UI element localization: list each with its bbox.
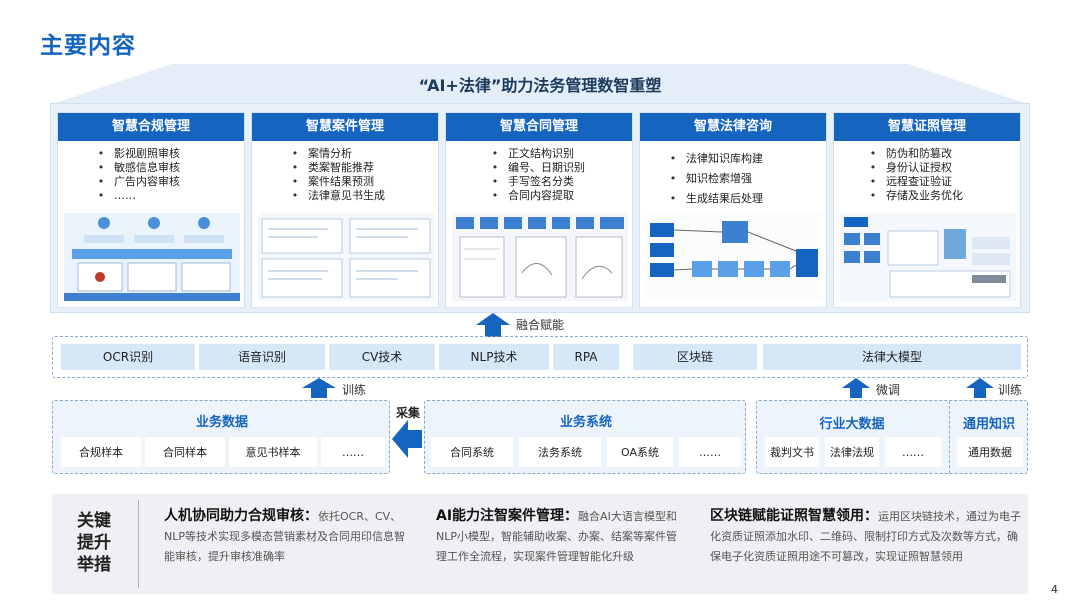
data-item: 合同样本 xyxy=(145,437,225,467)
tech-blockchain: 区块链 xyxy=(633,344,757,370)
industry-knowledge-box: 行业大数据 裁判文书 法律法规 …… 通用知识 通用数据 xyxy=(756,400,1028,474)
knowledge-divider xyxy=(949,401,950,473)
module-license: 智慧证照管理 防伪和防篡改 身份认证授权 远程查证验证 存储及业务优化 xyxy=(833,112,1021,308)
module-title: 智慧案件管理 xyxy=(252,113,438,141)
system-item: OA系统 xyxy=(607,437,673,467)
consulting-flow-image xyxy=(646,213,822,301)
measure-license: 区块链赋能证照智慧领用：运用区块链技术，通过为电子化资质证照添加水印、二维码、限… xyxy=(710,506,1022,567)
fusion-label: 融合赋能 xyxy=(516,318,565,332)
module-title: 智慧合同管理 xyxy=(446,113,632,141)
tech-legal-llm: 法律大模型 xyxy=(763,344,1021,370)
measure-text: 运用区块链技术，通过为电子化资质证照添加水印、二维码、限制打印方式及次数等方式，… xyxy=(710,510,1021,563)
module-item: 案情分析 xyxy=(286,147,438,161)
tech-speech: 语音识别 xyxy=(199,344,325,370)
key-measures-band: 关键提升举措 人机协同助力合规审核：依托OCR、CV、NLP等技术实现多模态营销… xyxy=(52,494,1028,594)
collect-label: 采集 xyxy=(396,406,421,420)
measure-case: AI能力注智案件管理：融合AI大语言模型和NLP小模型，智能辅助收案、办案、结案… xyxy=(436,506,686,567)
module-item: 身份认证授权 xyxy=(864,161,1020,175)
module-item: 影视剧照审核 xyxy=(92,147,244,161)
train-right-label: 训练 xyxy=(998,383,1023,397)
compliance-screenshot-image xyxy=(64,213,240,301)
module-item: 编号、日期识别 xyxy=(486,161,632,175)
module-item: 远程查证验证 xyxy=(864,175,1020,189)
page-title: 主要内容 xyxy=(40,33,136,59)
module-case: 智慧案件管理 案情分析 类案智能推荐 案件结果预测 法律意见书生成 xyxy=(251,112,439,308)
measure-text: 融合AI大语言模型和NLP小模型，智能辅助收案、办案、结案等案件管理工作全流程，… xyxy=(436,510,677,563)
train-right-up-arrow-icon xyxy=(966,378,994,398)
module-item: 广告内容审核 xyxy=(92,175,244,189)
business-data-title: 业务数据 xyxy=(195,415,248,430)
module-item: 合同内容提取 xyxy=(486,189,632,203)
module-contract: 智慧合同管理 正文结构识别 编号、日期识别 手写签名分类 合同内容提取 xyxy=(445,112,633,308)
module-item: 正文结构识别 xyxy=(486,147,632,161)
measures-divider xyxy=(138,500,139,588)
contract-screenshot-image xyxy=(452,213,628,301)
data-item: 意见书样本 xyxy=(229,437,317,467)
train-up-arrow-icon xyxy=(302,378,336,398)
industry-item: …… xyxy=(885,437,941,467)
application-modules: 智慧合规管理 影视剧照审核 敏感信息审核 广告内容审核 …… 智慧案件管理 案情… xyxy=(50,103,1030,313)
measure-title: 区块链赋能证照智慧领用： xyxy=(710,508,878,524)
roof-title: “AI+法律”助力法务管理数智重塑 xyxy=(418,76,662,95)
tech-cv: CV技术 xyxy=(329,344,435,370)
module-item: 法律意见书生成 xyxy=(286,189,438,203)
page-number: 4 xyxy=(1051,583,1058,596)
tech-nlp: NLP技术 xyxy=(439,344,549,370)
module-title: 智慧合规管理 xyxy=(58,113,244,141)
module-title: 智慧法律咨询 xyxy=(640,113,826,141)
module-item: 法律知识库构建 xyxy=(664,149,826,169)
module-item: 知识检索增强 xyxy=(664,169,826,189)
fusion-up-arrow-icon xyxy=(476,313,510,337)
data-item: 合规样本 xyxy=(61,437,141,467)
finetune-up-arrow-icon xyxy=(842,378,870,398)
measure-title: 人机协同助力合规审核： xyxy=(164,508,318,524)
system-item: 合同系统 xyxy=(431,437,513,467)
general-knowledge-title: 通用知识 xyxy=(962,417,1015,432)
module-consulting: 智慧法律咨询 法律知识库构建 知识检索增强 生成结果后处理 xyxy=(639,112,827,308)
system-item: …… xyxy=(679,437,741,467)
data-item: …… xyxy=(321,437,385,467)
module-compliance: 智慧合规管理 影视剧照审核 敏感信息审核 广告内容审核 …… xyxy=(57,112,245,308)
module-item: 防伪和防篡改 xyxy=(864,147,1020,161)
module-title: 智慧证照管理 xyxy=(834,113,1020,141)
system-item: 法务系统 xyxy=(519,437,601,467)
measure-compliance: 人机协同助力合规审核：依托OCR、CV、NLP等技术实现多模态营销素材及合同用印… xyxy=(164,506,412,567)
industry-data-title: 行业大数据 xyxy=(819,417,885,432)
tech-ocr: OCR识别 xyxy=(61,344,195,370)
roof-shape xyxy=(52,64,1028,104)
module-item: 案件结果预测 xyxy=(286,175,438,189)
module-item: 类案智能推荐 xyxy=(286,161,438,175)
business-system-box: 业务系统 合同系统 法务系统 OA系统 …… xyxy=(424,400,746,474)
general-item: 通用数据 xyxy=(957,437,1023,467)
technology-layer: OCR识别 语音识别 CV技术 NLP技术 RPA 区块链 法律大模型 xyxy=(52,336,1028,378)
case-screenshot-image xyxy=(258,213,434,301)
collect-left-arrow-icon xyxy=(392,420,422,458)
module-item: 敏感信息审核 xyxy=(92,161,244,175)
module-item: …… xyxy=(92,189,244,203)
module-item: 生成结果后处理 xyxy=(664,189,826,209)
industry-item: 裁判文书 xyxy=(765,437,819,467)
measure-title: AI能力注智案件管理： xyxy=(436,508,579,524)
industry-item: 法律法规 xyxy=(825,437,879,467)
train-label: 训练 xyxy=(342,383,367,397)
module-item: 手写签名分类 xyxy=(486,175,632,189)
finetune-label: 微调 xyxy=(876,383,901,397)
key-measures-label: 关键提升举措 xyxy=(77,511,111,575)
tech-rpa: RPA xyxy=(553,344,619,370)
license-screenshot-image xyxy=(840,213,1016,301)
measure-text: 依托OCR、CV、NLP等技术实现多模态营销素材及合同用印信息智能审核，提升审核… xyxy=(164,510,405,563)
module-item: 存储及业务优化 xyxy=(864,189,1020,203)
business-system-title: 业务系统 xyxy=(559,415,612,430)
business-data-box: 业务数据 合规样本 合同样本 意见书样本 …… xyxy=(52,400,390,474)
